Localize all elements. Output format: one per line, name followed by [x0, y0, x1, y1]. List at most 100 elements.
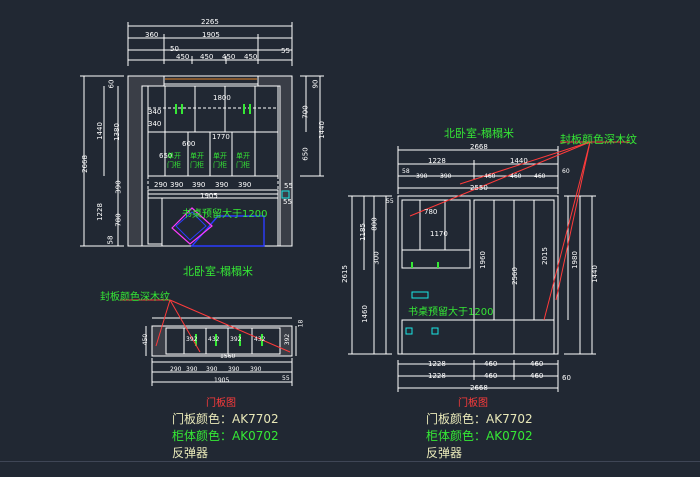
right-top-dim-390b: 390: [440, 173, 452, 180]
left-dim-2668: 2668: [80, 155, 89, 173]
right-left-dim-1460: 1460: [360, 305, 369, 323]
right-legend-title: 门板图: [458, 398, 488, 409]
left-top-dim-total: 2265: [201, 18, 219, 26]
left-elev-dim-1560: 1560: [220, 353, 236, 360]
left-elev-dim-392: 392: [284, 333, 292, 346]
right-inner-dim-780: 780: [424, 208, 438, 216]
left-elev-dim-432a: 432: [208, 336, 220, 343]
right-bottom-dim-460b: 460: [530, 360, 544, 368]
left-dim-390: 390: [114, 180, 123, 194]
cabinet-label-4: 单开门柜: [236, 152, 250, 169]
left-plan-drawing: [80, 22, 324, 247]
left-top-dim-450b: 450: [200, 53, 214, 61]
bottom-border: [0, 461, 700, 462]
right-legend-cabinet-color: 柜体颜色：AK0702: [426, 429, 533, 443]
cabinet-label-2: 单开门柜: [190, 152, 204, 169]
right-bottom-dim-1228b: 1228: [428, 372, 446, 380]
left-plan-title: 北卧室-榻榻米: [183, 265, 253, 278]
left-dim-340a: 340: [148, 108, 162, 116]
right-bottom-dim-460d: 460: [530, 372, 544, 380]
right-top-dim-58: 58: [402, 168, 410, 175]
right-legend-door-color: 门板颜色：AK7702: [426, 412, 533, 426]
left-inner-dim-1770: 1770: [212, 133, 230, 141]
right-top-dim-390a: 390: [416, 173, 428, 180]
cabinet-label-1: 单开门柜: [167, 152, 181, 169]
right-desk-note: 书桌预留大于1200: [408, 307, 494, 318]
right-plan-title: 北卧室-榻榻米: [444, 127, 514, 140]
left-desk-note: 书桌预留大于1200: [182, 209, 268, 220]
left-elevation-drawing: [120, 299, 297, 386]
right-top-dim-460c: 460: [534, 173, 546, 180]
right-legend-rebounder: 反弹器: [426, 446, 463, 460]
right-dim-55: 55: [283, 198, 292, 206]
left-row-dim-390a: 390: [170, 181, 184, 189]
left-row-dim-290: 290: [154, 181, 168, 189]
right-top-dim-460b: 460: [510, 173, 522, 180]
left-elevation-note: 封板颜色深木纹: [100, 292, 170, 303]
left-elev-dim-18: 18: [297, 319, 305, 328]
right-dim-700: 700: [301, 105, 310, 119]
right-dim-1440: 1440: [317, 121, 326, 139]
left-inner-dim-600: 600: [182, 140, 196, 148]
right-left-dim-800: 800: [370, 217, 379, 231]
right-elevation-drawing: [348, 141, 630, 392]
left-row-dim-55: 55: [284, 182, 293, 190]
right-top-dim-60: 60: [562, 168, 570, 175]
right-inner-dim-2560: 2560: [510, 267, 519, 285]
left-top-dim-360: 360: [145, 31, 159, 39]
left-elev-dim-290: 290: [170, 366, 182, 373]
right-elevation-note: 封板颜色深木纹: [560, 133, 637, 146]
left-dim-780: 780: [114, 213, 123, 227]
left-legend-door-color: 门板颜色：AK7702: [172, 412, 279, 426]
right-dim-650: 650: [301, 147, 310, 161]
right-left-dim-300: 300: [372, 251, 381, 265]
left-elev-dim-432b: 432: [254, 336, 266, 343]
right-left-dim-2615: 2615: [340, 265, 349, 283]
left-dim-1380: 1380: [112, 123, 121, 141]
left-legend-title: 门板图: [206, 398, 236, 409]
right-inner-dim-1170: 1170: [430, 230, 448, 238]
left-elev-dim-390c: 390: [228, 366, 240, 373]
right-bottom-dim-60: 60: [562, 374, 571, 382]
left-top-dim-450a: 450: [176, 53, 190, 61]
left-elev-dim-55: 55: [282, 375, 290, 382]
right-top-dim-1228: 1228: [428, 157, 446, 165]
right-left-dim-1185: 1185: [358, 223, 367, 241]
left-row-dim-390d: 390: [238, 181, 252, 189]
right-right-dim-1440: 1440: [590, 265, 599, 283]
left-elev-dim-390d: 390: [250, 366, 262, 373]
left-dim-58: 58: [106, 235, 115, 245]
left-legend-cabinet-color: 柜体颜色：AK0702: [172, 429, 279, 443]
right-bottom-dim-2668: 2668: [470, 384, 488, 392]
left-elev-dim-390b: 390: [206, 366, 218, 373]
right-bottom-dim-460c: 460: [484, 372, 498, 380]
left-dim-60: 60: [107, 79, 116, 89]
left-row-dim-390b: 390: [192, 181, 206, 189]
right-top-dim-1440: 1440: [510, 157, 528, 165]
left-top-dim-55: 55: [281, 47, 290, 55]
right-inner-dim-1960: 1960: [478, 251, 487, 269]
right-top-dim-460a: 460: [484, 173, 496, 180]
left-top-dim-1905: 1905: [202, 31, 220, 39]
left-elev-dim-450: 450: [142, 333, 150, 346]
left-elev-dim-392b: 392: [230, 336, 242, 343]
right-inner-dim-2015: 2015: [540, 247, 549, 265]
left-dim-1440: 1440: [95, 122, 104, 140]
left-dim-650: 650: [159, 152, 173, 160]
left-top-dim-50: 50: [170, 45, 179, 53]
right-bottom-dim-460a: 460: [484, 360, 498, 368]
left-legend-rebounder: 反弹器: [172, 446, 209, 460]
right-left-dim-55: 55: [386, 198, 394, 205]
left-elev-dim-390a: 390: [186, 366, 198, 373]
left-elev-dim-1905: 1905: [214, 377, 230, 384]
right-right-dim-1980: 1980: [570, 251, 579, 269]
left-top-dim-450d: 450: [244, 53, 258, 61]
right-dim-90: 90: [311, 79, 320, 89]
right-top-dim-2550: 2550: [470, 184, 488, 192]
right-top-dim-2668: 2668: [470, 143, 488, 151]
left-elev-dim-392a: 392: [186, 336, 198, 343]
left-dim-1228: 1228: [95, 203, 104, 221]
left-top-dim-450c: 450: [222, 53, 236, 61]
